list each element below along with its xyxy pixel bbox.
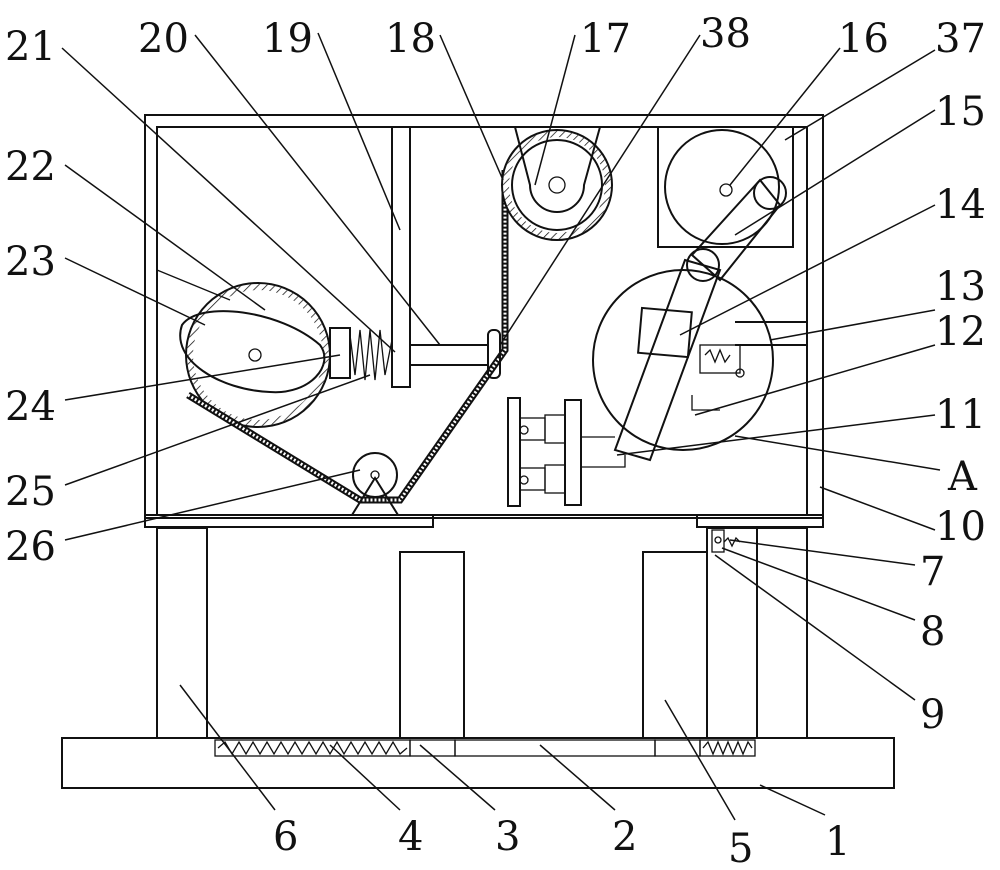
label-A: A — [947, 454, 978, 500]
label-10: 10 — [935, 504, 986, 550]
label-17: 17 — [580, 16, 631, 62]
label-5: 5 — [728, 826, 753, 870]
frame-box — [145, 115, 823, 527]
label-12: 12 — [935, 309, 986, 355]
label-1: 1 — [825, 819, 850, 865]
leader-lines — [62, 33, 940, 820]
plate-24 — [330, 328, 350, 378]
label-4: 4 — [398, 814, 423, 860]
label-6: 6 — [273, 814, 298, 860]
clamp-assembly — [508, 398, 625, 506]
spring-4 — [218, 742, 407, 754]
spring-right — [703, 742, 752, 754]
label-13: 13 — [935, 264, 986, 310]
label-16: 16 — [838, 16, 889, 62]
belt — [188, 170, 505, 500]
shaft-20 — [410, 345, 488, 365]
base-plate — [62, 738, 894, 788]
spring-21 — [350, 330, 392, 380]
label-19: 19 — [262, 16, 313, 62]
detail-circle-A — [593, 270, 773, 450]
label-9: 9 — [920, 692, 945, 738]
label-22: 22 — [5, 144, 56, 190]
label-21: 21 — [5, 24, 56, 70]
label-11: 11 — [935, 392, 986, 438]
label-38: 38 — [700, 11, 751, 57]
label-24: 24 — [5, 384, 56, 430]
label-37: 37 — [935, 16, 986, 62]
label-15: 15 — [935, 89, 986, 135]
housing-37 — [658, 127, 793, 247]
idler-26 — [353, 453, 397, 497]
label-7: 7 — [920, 549, 945, 595]
vertical-plate-19 — [392, 127, 410, 387]
label-18: 18 — [385, 16, 436, 62]
label-8: 8 — [920, 609, 945, 655]
label-23: 23 — [5, 239, 56, 285]
supports — [157, 528, 807, 738]
label-3: 3 — [495, 814, 520, 860]
part-labels: 21 20 19 18 17 38 16 37 15 14 13 12 11 A… — [5, 11, 986, 870]
label-20: 20 — [138, 16, 189, 62]
label-25: 25 — [5, 469, 56, 515]
label-2: 2 — [612, 814, 637, 860]
label-26: 26 — [5, 524, 56, 570]
label-14: 14 — [935, 182, 986, 228]
